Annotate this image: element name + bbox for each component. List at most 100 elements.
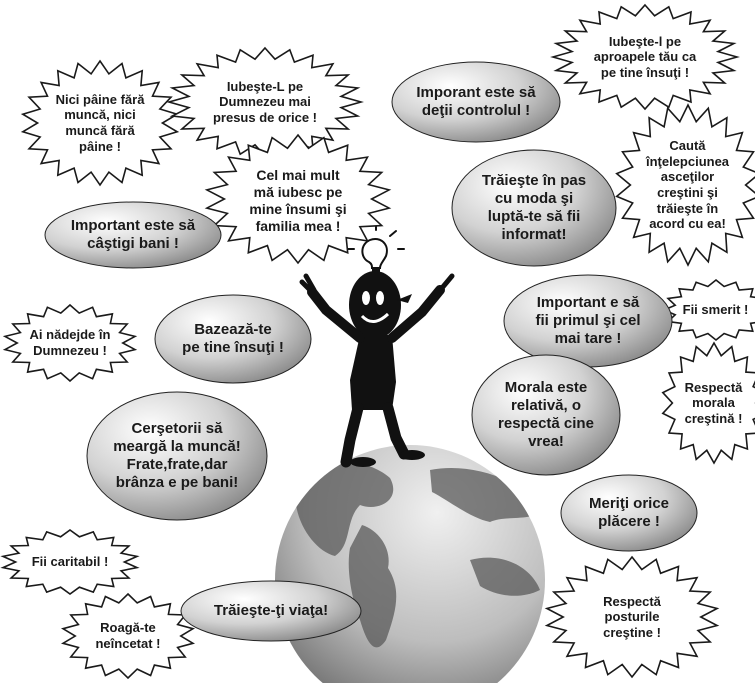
star-bubble-nadejde xyxy=(2,303,138,383)
oval-bubble-bazeaza xyxy=(154,294,312,384)
text-line: Fii caritabil ! xyxy=(31,554,109,570)
text-line: Respectă xyxy=(684,379,743,395)
text-line: pâine ! xyxy=(79,138,121,154)
text-line: relativă, o xyxy=(510,397,582,414)
star-bubble-nici-paine xyxy=(20,59,180,187)
text-line: Ai nădejde în xyxy=(29,327,111,343)
oval-bubble-traieste-pas xyxy=(451,149,617,267)
text-line: mai tare ! xyxy=(554,330,622,347)
text-line: Imporant este să xyxy=(416,84,536,101)
text-line: pe tine însuţi ! xyxy=(600,64,690,80)
star-bubbles xyxy=(0,3,755,680)
text-line: respectă cine xyxy=(498,415,594,432)
text-line: Trăieşte-ţi viaţa! xyxy=(213,602,329,619)
oval-bubble-controlul xyxy=(391,61,561,143)
text-line: Important e să xyxy=(536,294,640,311)
text-line: mă iubesc pe xyxy=(253,184,343,201)
text-line: muncă, nici xyxy=(64,107,136,123)
text-line: trăieşte în xyxy=(656,200,719,216)
text-line: Cerşetorii să xyxy=(131,420,223,437)
oval-bubble-bani xyxy=(44,201,222,269)
star-bubble-caritabil xyxy=(0,529,140,595)
text-line: luptă-te să fii xyxy=(487,208,581,225)
star-bubble-smerit xyxy=(661,278,755,342)
text-line: posturile xyxy=(604,609,660,625)
oval-bubble-placere xyxy=(560,474,698,552)
star-bubble-respecta-morala xyxy=(661,341,755,465)
text-line: Bazează-te xyxy=(194,321,272,338)
text-line: creştini şi xyxy=(657,185,718,200)
text-line: meargă la muncă! xyxy=(113,438,241,455)
text-line: Iubeşte-l pe xyxy=(608,33,682,49)
text-line: deţii controlul ! xyxy=(421,102,531,119)
text-line: cu moda şi xyxy=(494,190,574,207)
oval-bubbles xyxy=(44,61,698,642)
text-line: informat! xyxy=(501,226,567,243)
text-line: Fii smerit ! xyxy=(682,302,749,318)
star-caritabil: Fii caritabil ! xyxy=(14,542,126,582)
text-line: câştigi bani ! xyxy=(87,235,179,252)
star-smerit: Fii smerit ! xyxy=(676,290,755,330)
text-line: înţelepciunea xyxy=(645,153,730,169)
text-line: Respectă xyxy=(603,593,661,609)
text-line: asceţilor xyxy=(660,169,715,185)
text-line: plăcere ! xyxy=(598,513,660,530)
star-bubble-iubeste-aproapele xyxy=(550,3,740,111)
text-line: familia mea ! xyxy=(255,217,341,234)
text-line: Morala este xyxy=(504,379,588,396)
text-line: fii primul şi cel xyxy=(535,312,641,329)
text-line: brânza e pe bani! xyxy=(115,474,239,491)
text-line: vrea! xyxy=(528,433,564,450)
text-line: muncă fără xyxy=(65,123,135,138)
text-line: neîncetat ! xyxy=(95,636,161,651)
oval-bubble-viata xyxy=(180,580,362,642)
text-line: acord cu ea! xyxy=(649,216,726,232)
star-bubble-posturile xyxy=(544,555,720,679)
text-line: Iubeşte-L pe xyxy=(226,78,304,94)
oval-bubble-cersetorii xyxy=(86,391,268,521)
oval-viata: Trăieşte-ţi viaţa! xyxy=(186,584,356,638)
text-line: mine însumi şi xyxy=(249,201,347,217)
text-line: Nici pâine fără xyxy=(55,91,145,107)
text-line: Meriţi orice xyxy=(588,495,670,512)
text-line: Roagă-te xyxy=(100,620,156,636)
text-line: Important este să xyxy=(70,217,196,234)
text-line: morala xyxy=(692,395,735,411)
text-line: Cel mai mult xyxy=(256,167,340,184)
text-line: creştină ! xyxy=(684,410,743,426)
globe-icon xyxy=(275,445,545,683)
stick-figure-icon xyxy=(299,271,455,468)
text-line: aproapele tău ca xyxy=(593,49,697,65)
star-bubble-cel-mai-mult xyxy=(204,133,392,265)
text-line: presus de orice ! xyxy=(212,109,318,125)
text-line: creştine ! xyxy=(603,624,661,640)
text-line: Trăieşte în pas xyxy=(481,172,587,189)
text-line: Caută xyxy=(669,138,706,154)
text-line: pe tine însuţi ! xyxy=(182,339,284,356)
text-line: Frate,frate,dar xyxy=(126,456,228,473)
star-bubble-cauta xyxy=(615,103,755,267)
text-line: Dumnezeu mai xyxy=(219,94,311,110)
text-line: Dumnezeu ! xyxy=(33,343,107,358)
oval-bubble-morala-relativa xyxy=(471,354,621,476)
